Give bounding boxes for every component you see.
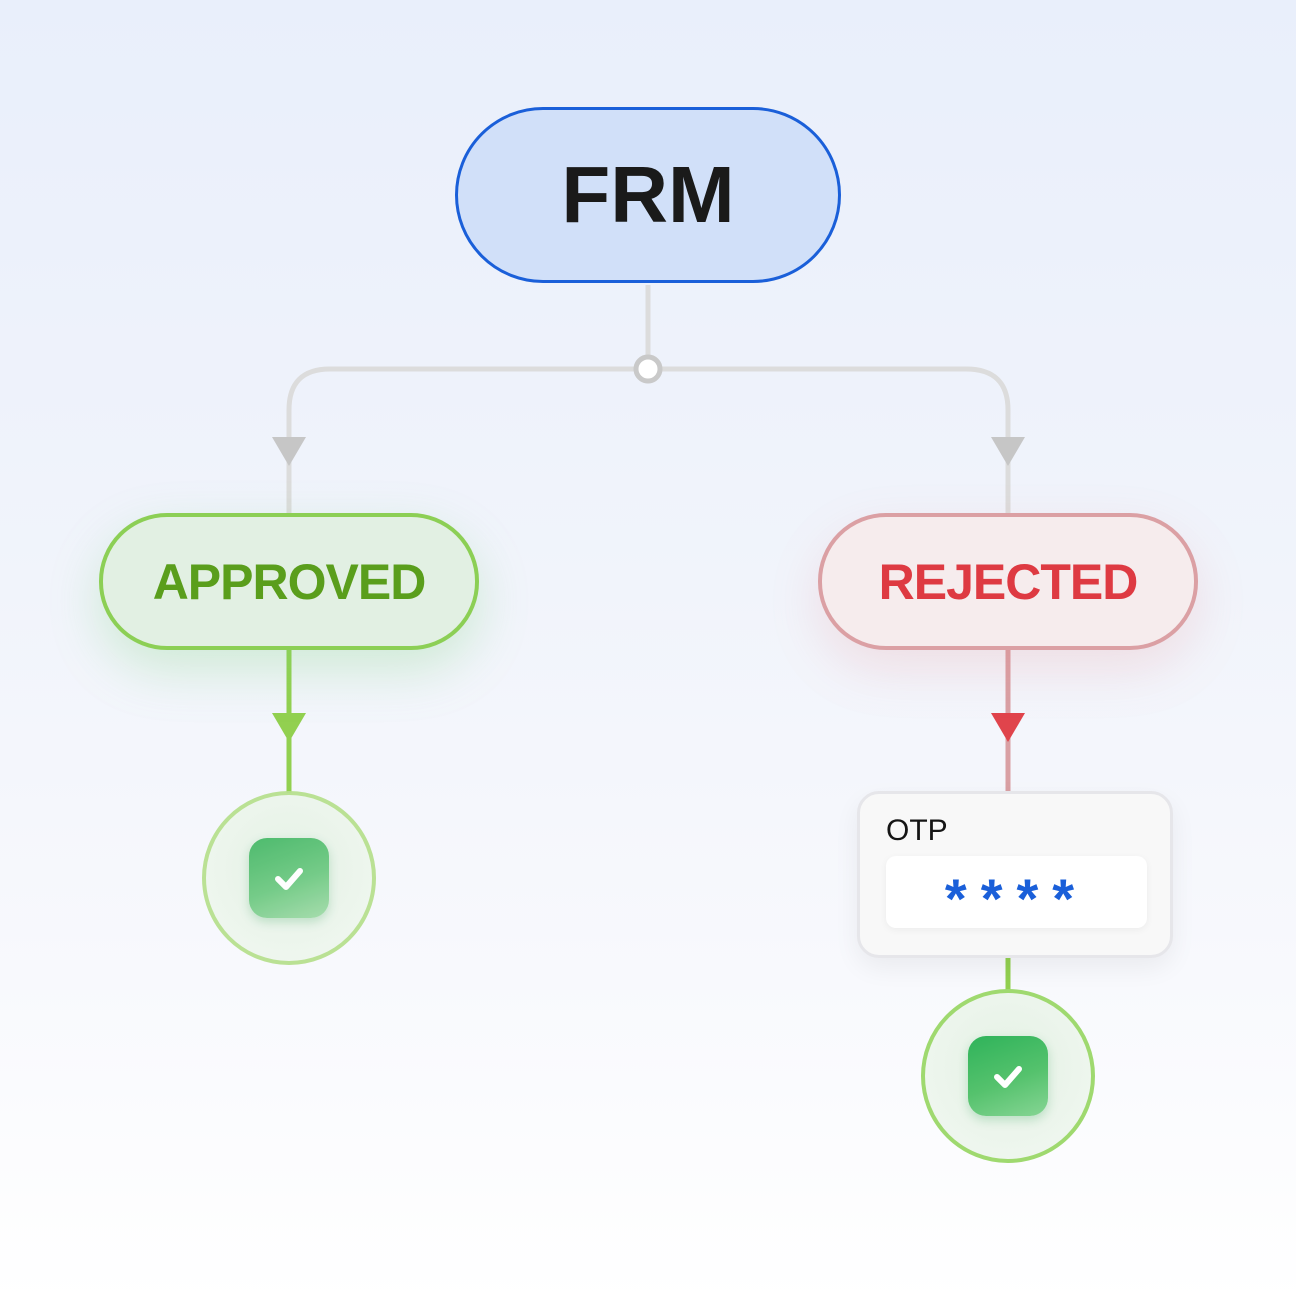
connector-split-right bbox=[660, 366, 1011, 513]
arrow-to-otp bbox=[991, 713, 1025, 742]
check-icon bbox=[968, 1036, 1048, 1116]
otp-input[interactable]: **** bbox=[886, 856, 1147, 930]
approved-label: APPROVED bbox=[152, 553, 427, 610]
check-icon bbox=[249, 838, 329, 918]
rejected-node: REJECTED bbox=[818, 513, 1198, 650]
frm-node: FRM bbox=[455, 107, 841, 283]
rejected-result-node bbox=[921, 989, 1095, 1163]
otp-card: OTP **** bbox=[857, 791, 1173, 958]
split-node bbox=[633, 354, 663, 384]
rejected-label: REJECTED bbox=[878, 553, 1139, 610]
approved-result-node bbox=[202, 791, 376, 965]
arrow-to-approved bbox=[272, 437, 306, 466]
approved-node: APPROVED bbox=[99, 513, 479, 650]
otp-label: OTP bbox=[886, 814, 948, 847]
connector-split-left bbox=[286, 366, 636, 513]
arrow-to-rejected bbox=[991, 437, 1025, 466]
frm-label: FRM bbox=[561, 150, 735, 239]
arrow-to-approved-check bbox=[272, 713, 306, 742]
